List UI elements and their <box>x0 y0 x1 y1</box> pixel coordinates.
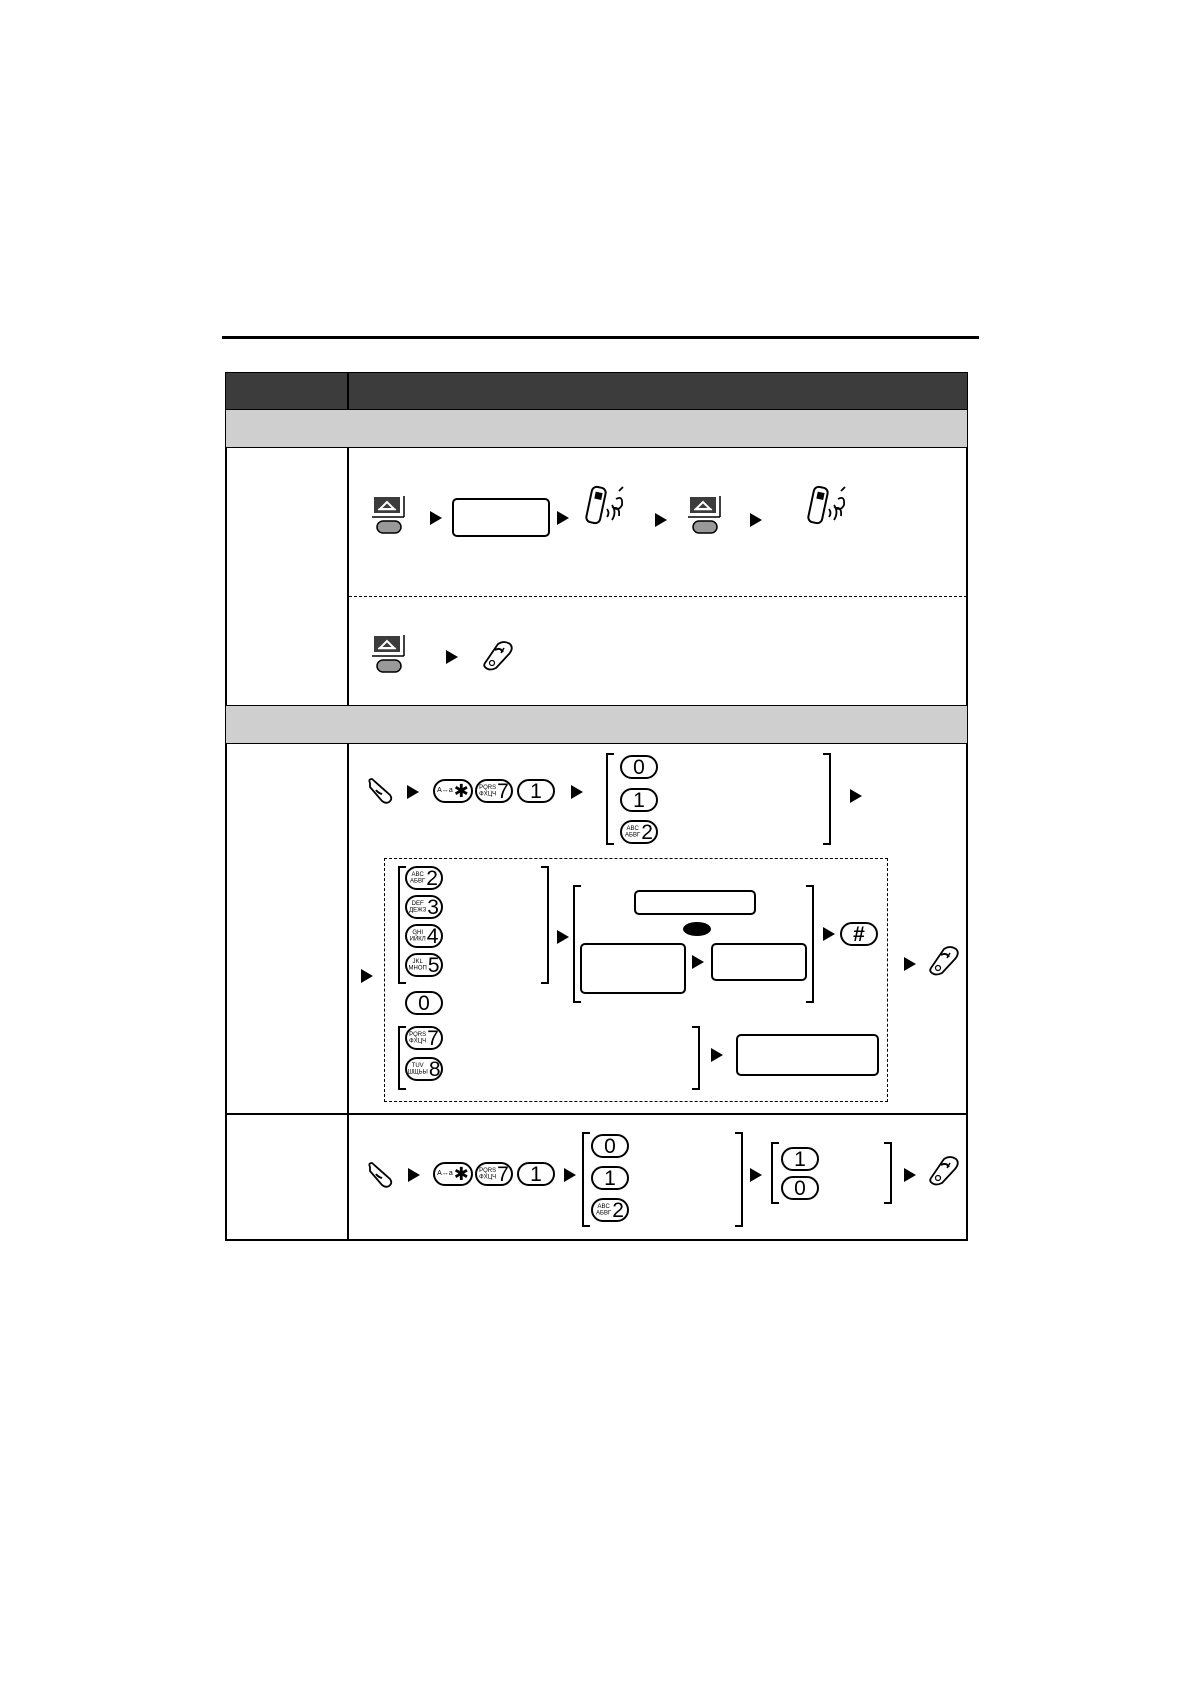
display-box <box>580 943 686 994</box>
key-0[interactable]: 0 <box>781 1176 819 1200</box>
step-arrow-icon <box>904 1168 916 1182</box>
program-button-icon[interactable] <box>371 634 411 676</box>
step-arrow-icon <box>430 511 442 525</box>
end-key-icon[interactable] <box>928 946 960 976</box>
key-1[interactable]: 1 <box>591 1166 629 1190</box>
indicator-oval <box>683 922 711 936</box>
step-arrow-icon <box>564 1168 576 1182</box>
key-1[interactable]: 1 <box>781 1147 819 1171</box>
display-box <box>452 498 550 537</box>
handset-voice-icon <box>805 485 853 529</box>
sub-procedure-box <box>384 858 888 1102</box>
bracket-left <box>582 1132 590 1227</box>
dashed-separator <box>349 596 967 597</box>
table-header-row <box>226 373 967 409</box>
section-band-2 <box>226 705 967 744</box>
step-arrow-icon <box>361 969 373 983</box>
program-button-icon[interactable] <box>371 495 411 537</box>
step-arrow-icon <box>446 650 458 664</box>
key-star[interactable]: A↔a✱ <box>433 779 473 803</box>
bracket-right <box>806 885 814 1003</box>
row-separator <box>226 1113 967 1115</box>
end-key-icon[interactable] <box>928 1156 960 1186</box>
column-divider-1 <box>347 448 349 705</box>
step-arrow-icon <box>692 955 704 969</box>
bracket-right <box>735 1132 743 1227</box>
step-arrow-icon <box>407 785 419 799</box>
step-arrow-icon <box>557 511 569 525</box>
bracket-left <box>606 753 614 845</box>
step-arrow-icon <box>750 1168 762 1182</box>
handset-voice-icon <box>583 485 631 529</box>
bracket-left <box>573 885 581 1003</box>
key-1[interactable]: 1 <box>620 788 658 812</box>
step-arrow-icon <box>711 1048 723 1062</box>
column-divider-header <box>347 373 349 409</box>
bracket-left <box>771 1142 779 1204</box>
display-box <box>711 943 807 981</box>
table-header-col1 <box>232 380 342 402</box>
step-arrow-icon <box>557 930 569 944</box>
step-arrow-icon <box>571 785 583 799</box>
display-box <box>736 1034 879 1076</box>
display-box <box>634 890 756 915</box>
bracket-right <box>692 1026 700 1090</box>
key-0[interactable]: 0 <box>620 755 658 779</box>
step-arrow-icon <box>904 957 916 971</box>
bracket-right <box>541 866 549 984</box>
end-key-icon[interactable] <box>482 641 514 671</box>
section-band-1 <box>226 409 967 448</box>
step-arrow-icon <box>408 1168 420 1182</box>
key-star[interactable]: A↔a✱ <box>433 1162 473 1186</box>
step-arrow-icon <box>750 513 762 527</box>
bracket-left <box>398 866 406 984</box>
column-divider-2 <box>347 744 349 1240</box>
talk-key-icon[interactable] <box>366 1161 394 1189</box>
step-arrow-icon <box>655 513 667 527</box>
step-arrow-icon <box>823 927 835 941</box>
key-0[interactable]: 0 <box>405 991 443 1015</box>
table-header-col2 <box>356 380 956 402</box>
bracket-left <box>398 1026 406 1090</box>
talk-key-icon[interactable] <box>366 777 394 805</box>
program-button-icon[interactable] <box>687 495 727 537</box>
key-hash[interactable]: # <box>840 922 878 946</box>
bracket-right <box>823 753 831 845</box>
top-rule <box>222 336 979 339</box>
key-1[interactable]: 1 <box>517 1162 555 1186</box>
key-1[interactable]: 1 <box>517 779 555 803</box>
step-arrow-icon <box>850 789 862 803</box>
key-0[interactable]: 0 <box>591 1134 629 1158</box>
bracket-right <box>884 1142 892 1204</box>
